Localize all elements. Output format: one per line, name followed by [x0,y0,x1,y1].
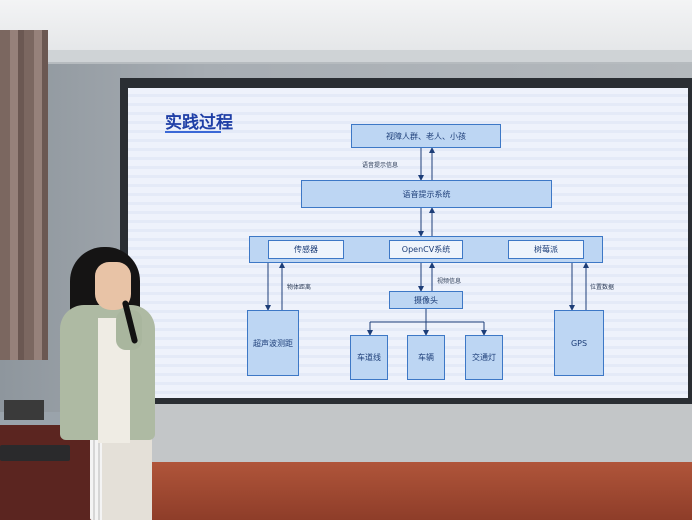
raspberry-label: 树莓派 [534,245,558,254]
sensor-box: 传感器 [268,240,344,259]
users-box: 视障人群、老人、小孩 [351,124,501,148]
podium [0,425,95,520]
title-underline [165,131,221,133]
gps-label: GPS [570,338,588,348]
traffic-light-box: 交通灯 [465,335,503,380]
ultrasonic-box: 超声波测距 [247,310,299,376]
voice-hint-info-label: 语音提示信息 [362,162,399,169]
keyboard [0,445,70,461]
slide-title: 实践过程 [165,113,233,133]
vehicle-box: 车辆 [407,335,445,380]
object-distance-label: 物体距离 [287,284,312,291]
lane-box: 车道线 [350,335,388,380]
lane-label: 车道线 [357,353,381,362]
video-info-label: 视频信息 [437,278,462,285]
location-data-label: 位置数据 [590,284,615,291]
wall-panel [120,400,692,470]
voice-system-label: 语音提示系统 [402,189,451,199]
users-label: 视障人群、老人、小孩 [386,131,466,141]
voice-system-box: 语音提示系统 [301,180,552,208]
ultrasonic-label: 超声波测距 [253,338,293,348]
camera-label: 摄像头 [414,295,438,305]
camera-box: 摄像头 [389,291,463,309]
vehicle-label: 车辆 [418,353,434,362]
sensor-label: 传感器 [294,245,318,254]
opencv-box: OpenCV系统 [389,240,463,259]
ceiling-trim [0,50,692,64]
opencv-label: OpenCV系统 [401,245,451,254]
raspberry-box: 树莓派 [508,240,584,259]
monitor-base [4,400,44,420]
gps-box: GPS [554,310,604,376]
curtain [0,30,48,360]
traffic-light-label: 交通灯 [472,353,496,362]
presenter-skirt [102,430,152,520]
